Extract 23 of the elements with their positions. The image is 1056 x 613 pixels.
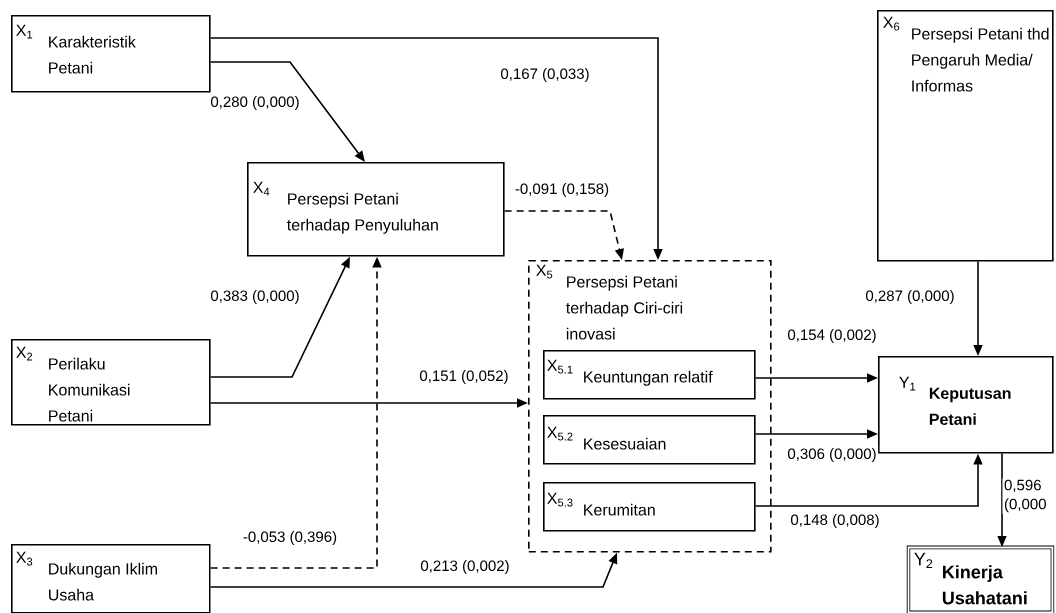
arrow: [209, 61, 365, 162]
variable-box: X$_{2}$ Perilaku Komunikasi Petani: [11, 339, 211, 426]
edge-label: 0,167 (0,033): [498, 66, 592, 84]
edge-label: 0,151 (0,052): [417, 368, 511, 386]
edge-label: 0,154 (0,002): [785, 327, 879, 345]
edge-label: 0,287 (0,000): [863, 288, 957, 306]
variable-box: X$_{5.2}$ Kesesuaian: [543, 415, 756, 465]
edge-label: 0,383 (0,000): [208, 288, 302, 306]
variable-box: X$_{5.1}$ Keuntungan relatif: [543, 350, 756, 400]
variable-box: X$_{4}$ Persepsi Petani terhadap Penyuluhan: [247, 162, 505, 257]
variable-box: Y$_{2}$ Kinerja Usahatani: [906, 545, 1055, 613]
variable-box: X$_{1}$ Karakteristik Petani: [11, 15, 211, 93]
edge-label: 0,213 (0,002): [418, 558, 512, 576]
variable-box: Y$_{1}$ Keputusan Petani: [878, 356, 1054, 454]
edge-label: -0,091 (0,158): [513, 181, 611, 199]
edge-label: 0,148 (0,008): [788, 512, 882, 530]
edge-label: 0,596 (0,000: [1002, 478, 1056, 514]
variable-box: X$_{5.3}$ Kerumitan: [543, 482, 756, 532]
edge-label: 0,306 (0,000): [785, 446, 879, 464]
edge-label: 0,280 (0,000): [208, 94, 302, 112]
edge-label: -0,053 (0,396): [241, 529, 339, 547]
variable-box: X$_{6}$ Persepsi Petani thd Pengaruh Media/ Informas: [877, 10, 1054, 262]
variable-box: X$_{3}$ Dukungan Iklim Usaha: [11, 544, 211, 613]
